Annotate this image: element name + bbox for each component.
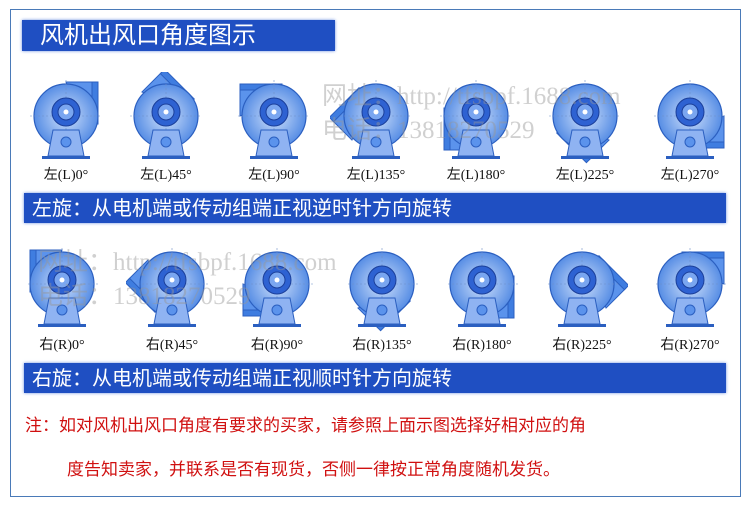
fan-right-0-icon <box>16 240 108 332</box>
watermark-site: 网址：http://tfsbpf.1688.com <box>322 83 621 110</box>
fan-right-225-icon <box>536 240 630 332</box>
page-title: 风机出风口角度图示 <box>22 20 335 51</box>
fan-left-270-icon <box>644 72 736 164</box>
fan-angle-label: 右(R)45° <box>145 338 199 353</box>
fan-left-135-icon <box>328 72 422 164</box>
frame <box>10 9 741 497</box>
fan-left-0-icon <box>20 72 112 164</box>
note-line-2: 度告知卖家，并联系是否有现货，否侧一律按正常角度随机发货。 <box>67 460 560 480</box>
right-rotation-caption: 右旋：从电机端或传动组端正视顺时针方向旋转 <box>24 363 726 393</box>
note-line-1: 注：如对风机出风口角度有要求的买家，请参照上面示图选择好相对应的角 <box>25 416 586 436</box>
fan-left-45-icon <box>120 68 212 164</box>
watermark-phone: 电话：13818270529 <box>322 117 535 144</box>
left-rotation-caption: 左旋：从电机端或传动组端正视逆时针方向旋转 <box>24 193 726 223</box>
watermark-phone-2: 电话：13818270529 <box>38 283 251 310</box>
fan-right-90-icon <box>231 240 323 332</box>
fan-angle-label: 右(R)270° <box>660 338 720 353</box>
fan-angle-label: 左(L)0° <box>43 168 89 183</box>
fan-angle-label: 左(L)225° <box>555 168 615 183</box>
fan-angle-label: 左(L)180° <box>446 168 506 183</box>
fan-left-225-icon <box>539 72 631 164</box>
fan-angle-label: 右(R)225° <box>552 338 612 353</box>
fan-angle-label: 右(R)135° <box>352 338 412 353</box>
fan-angle-label: 左(L)135° <box>346 168 406 183</box>
fan-angle-label: 左(L)270° <box>660 168 720 183</box>
fan-right-180-icon <box>436 240 528 332</box>
fan-angle-label: 左(L)45° <box>140 168 192 183</box>
fan-right-45-icon <box>124 240 218 332</box>
fan-right-135-icon <box>336 240 428 332</box>
fan-angle-label: 右(R)180° <box>452 338 512 353</box>
fan-angle-label: 右(R)0° <box>39 338 85 353</box>
fan-right-270-icon <box>644 240 736 332</box>
fan-angle-label: 右(R)90° <box>250 338 304 353</box>
fan-left-180-icon <box>430 72 522 164</box>
watermark-site-2: 网址：http://tfsbpf.1688.com <box>38 249 337 276</box>
fan-angle-label: 左(L)90° <box>248 168 300 183</box>
fan-left-90-icon <box>228 72 320 164</box>
